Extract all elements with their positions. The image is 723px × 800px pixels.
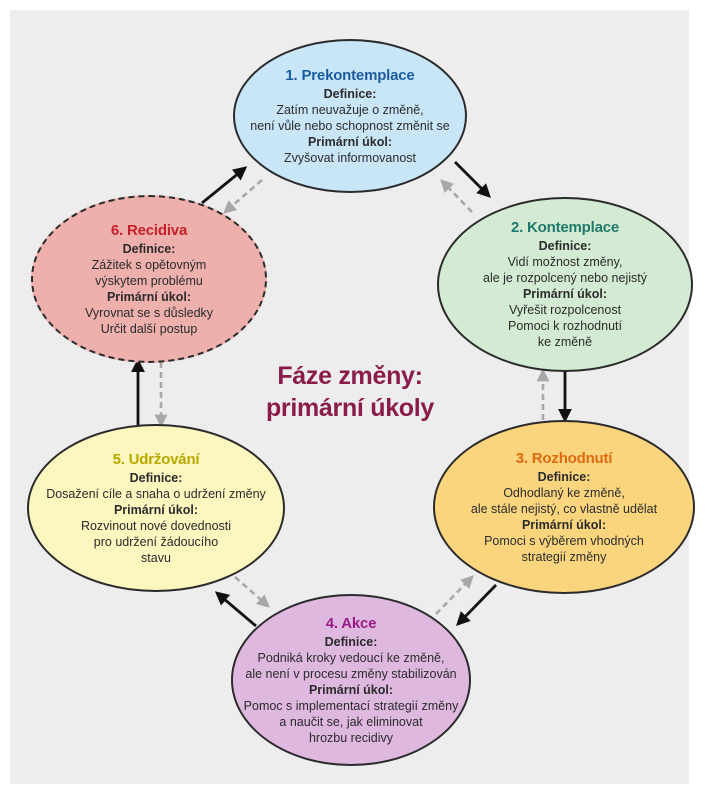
definition-line: Zážitek s opětovným bbox=[91, 257, 207, 272]
task-line: hrozbu recidivy bbox=[308, 730, 394, 745]
task-label: Primární úkol: bbox=[113, 502, 199, 517]
definition-label: Definice: bbox=[537, 469, 591, 484]
task-line: Rozvinout nové dovednosti bbox=[80, 518, 232, 533]
arrow-relapse-to-precontemplation bbox=[201, 166, 248, 205]
definition-label: Definice: bbox=[122, 241, 176, 256]
definition-line: Dosažení cíle a snaha o udržení změny bbox=[46, 486, 266, 501]
task-line: a naučit se, jak eliminovat bbox=[279, 714, 423, 729]
task-line: Vyřešit rozpolcenost bbox=[508, 303, 622, 317]
arrow-action-to-maintenance bbox=[214, 591, 257, 628]
definition-line: Podniká kroky vedoucí ke změně, bbox=[257, 650, 445, 665]
definition-label: Definice: bbox=[324, 634, 378, 649]
stage-title: 1. Prekontemplace bbox=[285, 66, 415, 84]
task-line: Zvyšovat informovanost bbox=[284, 150, 416, 165]
dashed-arrow-contemplation-to-precontemplation bbox=[440, 179, 473, 213]
definition-label: Definice: bbox=[129, 470, 183, 485]
stage-title: 5. Udržování bbox=[112, 450, 200, 468]
definition-line: výskytem problému bbox=[95, 273, 203, 288]
definition-line: není vůle nebo schopnost změnit se bbox=[250, 118, 450, 133]
stage-title: 4. Akce bbox=[325, 614, 377, 632]
dashed-arrow-action-to-decision bbox=[435, 575, 474, 615]
task-label: Primární úkol: bbox=[521, 517, 607, 532]
definition-line: ale je rozpolcený nebo nejistý bbox=[483, 271, 647, 285]
stage-maintenance: 5. Udržování Definice: Dosažení cíle a s… bbox=[27, 424, 285, 592]
task-line: ke změně bbox=[537, 335, 593, 349]
diagram-title-line: Fáze změny: bbox=[277, 362, 423, 390]
stage-contemplation: 2. Kontemplace Definice: Vidí možnost zm… bbox=[437, 197, 693, 372]
definition-line: Vidí možnost změny, bbox=[507, 255, 623, 269]
definition-line: ale není v procesu změny stabilizován bbox=[245, 666, 457, 681]
task-line: Pomoc s implementací strategií změny bbox=[243, 698, 459, 713]
stage-decision: 3. Rozhodnutí Definice: Odhodlaný ke změ… bbox=[433, 420, 695, 594]
stage-relapse: 6. Recidiva Definice: Zážitek s opětovný… bbox=[31, 195, 267, 363]
definition-label: Definice: bbox=[538, 239, 592, 253]
dashed-arrow-maintenance-to-action bbox=[234, 576, 270, 608]
task-line: Vyrovnat se s důsledky bbox=[84, 305, 214, 320]
task-line: strategií změny bbox=[521, 549, 607, 564]
stage-action: 4. Akce Definice: Podniká kroky vedoucí … bbox=[231, 594, 471, 766]
task-line: pro udržení žádoucího bbox=[93, 534, 219, 549]
task-label: Primární úkol: bbox=[307, 134, 393, 149]
stage-title: 6. Recidiva bbox=[110, 221, 188, 239]
task-line: Určit další postup bbox=[100, 321, 198, 336]
arrow-precontemplation-to-contemplation bbox=[454, 161, 491, 198]
diagram-title-line: primární úkoly bbox=[265, 394, 435, 422]
definition-line: Odhodlaný ke změně, bbox=[503, 485, 625, 500]
task-label: Primární úkol: bbox=[106, 289, 192, 304]
definition-label: Definice: bbox=[323, 86, 377, 101]
task-line: Pomoci s výběrem vhodných bbox=[484, 533, 644, 548]
definition-line: ale stále nejistý, co vlastně udělat bbox=[470, 501, 658, 516]
stage-title: 2. Kontemplace bbox=[510, 219, 620, 236]
stage-title: 3. Rozhodnutí bbox=[515, 449, 613, 467]
task-label: Primární úkol: bbox=[308, 682, 394, 697]
dashed-arrow-precontemplation-to-relapse bbox=[223, 179, 263, 214]
task-line: stavu bbox=[141, 550, 171, 565]
task-line: Pomoci k rozhodnutí bbox=[508, 319, 622, 333]
diagram-title: Fáze změny: primární úkoly bbox=[250, 360, 450, 424]
task-label: Primární úkol: bbox=[522, 287, 608, 301]
stage-precontemplation: 1. Prekontemplace Definice: Zatím neuvaž… bbox=[233, 39, 467, 193]
arrow-decision-to-action bbox=[456, 584, 498, 627]
definition-line: Zatím neuvažuje o změně, bbox=[276, 102, 424, 117]
